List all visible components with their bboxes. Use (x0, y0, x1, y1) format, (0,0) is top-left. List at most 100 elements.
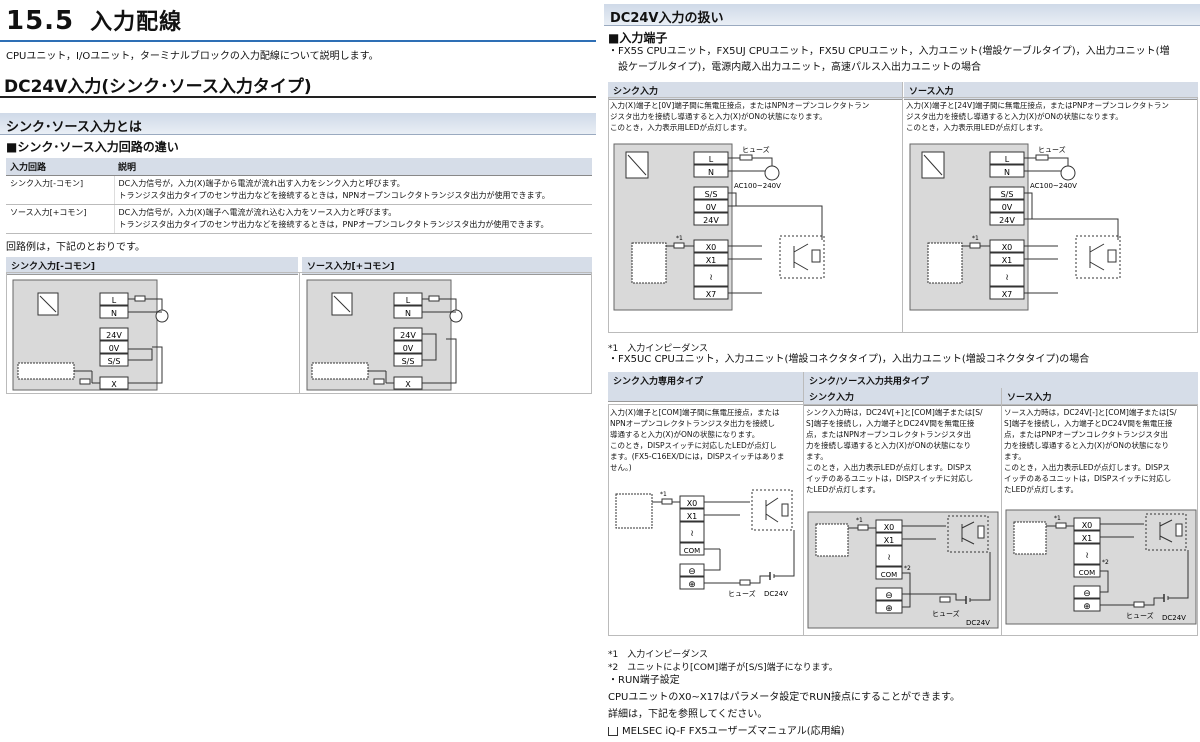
com-label: COM (684, 547, 700, 555)
connector-panel (608, 404, 1198, 636)
svg-text:≀: ≀ (1085, 551, 1088, 561)
source-subheader: ソース入力 (1002, 388, 1198, 406)
terminal-label: X0 (1082, 521, 1093, 530)
cell-line: トランジスタ出力タイプのセンサ出力などを接続するときは，NPNオープンコレクタト… (118, 191, 550, 200)
terminal-label: X (405, 380, 411, 389)
ac-source-icon (155, 309, 169, 323)
terminal-label: L (709, 155, 714, 164)
terminal-label: X (111, 380, 117, 389)
desc-line: ジスタ出力を接続し導通すると入力(X)がONの状態になります。 (906, 112, 1123, 121)
panel-source-header: ソース入力[+コモン] (302, 257, 592, 275)
panel-divider (902, 82, 903, 333)
sink-only-desc: 入力(X)端子と[COM]端子間に無電圧接点，または NPNオープンコレクタトラ… (610, 407, 802, 473)
common-sink-diagram: *1 X0 X1 ≀ COM *2 ⊖ ⊕ ヒューズ DC24V (807, 511, 999, 629)
desc-line: 入力(X)端子と[0V]端子間に無電圧接点，またはNPNオープンコレクタトラン (610, 101, 870, 110)
ref-mark: *2 (1102, 559, 1109, 566)
dc24v-input-heading: DC24V入力(シンク･ソース入力タイプ) (4, 77, 312, 97)
fuse-icon (1133, 601, 1145, 608)
table-header: 入力回路 (6, 158, 114, 176)
run-terminal-text: CPUユニットのX0~X17はパラメータ設定でRUN接点にすることができます。 (608, 692, 961, 703)
svg-text:≀: ≀ (709, 273, 712, 283)
sink-subheader: シンク入力 (804, 388, 1002, 406)
source-header: ソース入力 (904, 82, 1198, 100)
cell-line: トランジスタ出力タイプのセンサ出力などを接続するときは，PNPオープンコレクタト… (118, 220, 549, 229)
table-cell: ソース入力[+コモン] (6, 204, 115, 234)
terminal-label: 0V (1002, 203, 1013, 212)
table-header-row: 入力回路 説明 (6, 158, 592, 176)
fuse-label: ヒューズ (742, 145, 770, 154)
desc-line: S]端子を接続し，入力端子とDC24V間を無電圧接 (1004, 419, 1173, 428)
transistor-sensor (947, 515, 989, 553)
desc-line: このとき，入出力表示LEDが点灯します。DISPス (806, 463, 972, 472)
section-heading: 15.5 入力配線 (6, 4, 182, 36)
section-number: 15.5 (6, 6, 75, 36)
dc24v-label: DC24V (1162, 614, 1186, 622)
panel-divider (803, 372, 804, 636)
desc-line: このとき，入力表示用LEDが点灯します。 (906, 123, 1048, 132)
footnote-2: *2 ユニットにより[COM]端子が[S/S]端子になります。 (608, 663, 838, 673)
terminal-label: X0 (687, 499, 698, 508)
intro-text: CPUユニット，I/Oユニット，ターミナルブロックの入力配線について説明します。 (6, 51, 379, 62)
plus-terminal: ⊕ (1083, 602, 1091, 612)
footnote-1: *1 入力インピーダンス (608, 344, 709, 354)
desc-line: このとき，入出力表示LEDが点灯します。DISPス (1004, 463, 1170, 472)
svg-text:≀: ≀ (887, 553, 890, 563)
com-label: COM (881, 571, 897, 579)
panel-sink-header: シンク入力[-コモン] (6, 257, 298, 275)
desc-line: イッチのあるユニットは，DISPスイッチに対応し (1004, 474, 1172, 483)
terminal-label: X0 (706, 243, 717, 252)
terminal-label: X0 (884, 523, 895, 532)
plus-terminal: ⊕ (885, 604, 893, 614)
heading-rule (0, 40, 596, 42)
desc-line: ジスタ出力を接続し導通すると入力(X)がONの状態になります。 (610, 112, 827, 121)
example-text: 回路例は，下記のとおりです。 (6, 242, 145, 253)
manual-reference[interactable]: MELSEC iQ-F FX5ユーザーズマニュアル(応用編) (608, 724, 1198, 739)
fuse-label: ヒューズ (1126, 611, 1154, 620)
table-cell: DC入力信号が，入力(X)端子から電流が流れ出す入力をシンク入力と呼びます。トラ… (114, 175, 592, 205)
fuse-label: ヒューズ (932, 609, 960, 618)
fuse-label: ヒューズ (728, 589, 756, 598)
table-cell: DC入力信号が，入力(X)端子へ電流が流れ込む入力をソース入力と呼びます。トラン… (114, 204, 592, 234)
desc-line: ます。 (806, 452, 828, 461)
desc-line: 入力(X)端子と[24V]端子間に無電圧接点，またはPNPオープンコレクタトラン (906, 101, 1169, 110)
source-terminal-diagram: L N S/S 0V 24V X0 X1 ≀ X7 ヒューズ AC100~240… (909, 143, 1121, 311)
table-header: 説明 (114, 158, 592, 176)
input-terminal-panel (608, 97, 1198, 333)
terminal-label: 24V (400, 331, 416, 340)
section-title: 入力配線 (90, 10, 183, 35)
ac-source-icon (449, 309, 463, 323)
desc-line: S]端子を接続し，入力端子とDC24V間を無電圧接 (806, 419, 975, 428)
desc-line: 入力(X)端子と[COM]端子間に無電圧接点，または (610, 408, 780, 417)
dc24v-handling-heading: DC24V入力の扱い (604, 4, 1200, 26)
terminal-label: S/S (705, 190, 718, 199)
ac-label: AC100~240V (1030, 182, 1077, 190)
transistor-sensor (1145, 513, 1187, 551)
common-sink-desc: シンク入力時は，DC24V[+]と[COM]端子または[S/ S]端子を接続し，… (806, 407, 1000, 495)
terminal-label: N (405, 309, 411, 318)
sink-only-header: シンク入力専用タイプ (608, 372, 804, 402)
transistor-sensor (751, 489, 793, 531)
sink-desc: 入力(X)端子と[0V]端子間に無電圧接点，またはNPNオープンコレクタトラン … (610, 100, 898, 133)
dc24v-label: DC24V (764, 590, 788, 598)
desc-line: たLEDが点灯します。 (1004, 485, 1078, 494)
ref-mark: *1 (676, 235, 683, 242)
terminal-label: S/S (402, 357, 415, 366)
terminal-label: N (708, 168, 714, 177)
circuit-diff-heading: ■シンク･ソース入力回路の違い (6, 140, 179, 154)
desc-line: イッチのあるユニットは，DISPスイッチに対応し (806, 474, 974, 483)
ref-mark: *1 (856, 517, 863, 524)
source-circuit-diagram: L N 24V 0V S/S X (306, 279, 463, 391)
svg-text:≀: ≀ (1005, 273, 1008, 283)
terminal-label: N (1004, 168, 1010, 177)
footnote-1b: *1 入力インピーダンス (608, 650, 709, 660)
desc-line: 点，またはPNPオープンコレクタトランジスタ出 (1004, 430, 1168, 439)
terminal-label: L (112, 296, 117, 305)
run-terminal-bullet: ・RUN端子設定 (608, 675, 680, 686)
book-icon (608, 726, 618, 736)
manual-link[interactable]: MELSEC iQ-F FX5ユーザーズマニュアル(応用編) (622, 726, 845, 737)
h2-rule (0, 96, 596, 98)
table-cell: シンク入力[-コモン] (6, 175, 115, 205)
terminal-label: 0V (706, 203, 717, 212)
terminal-label: N (111, 309, 117, 318)
cell-line: DC入力信号が，入力(X)端子へ電流が流れ込む入力をソース入力と呼びます。 (118, 208, 397, 217)
